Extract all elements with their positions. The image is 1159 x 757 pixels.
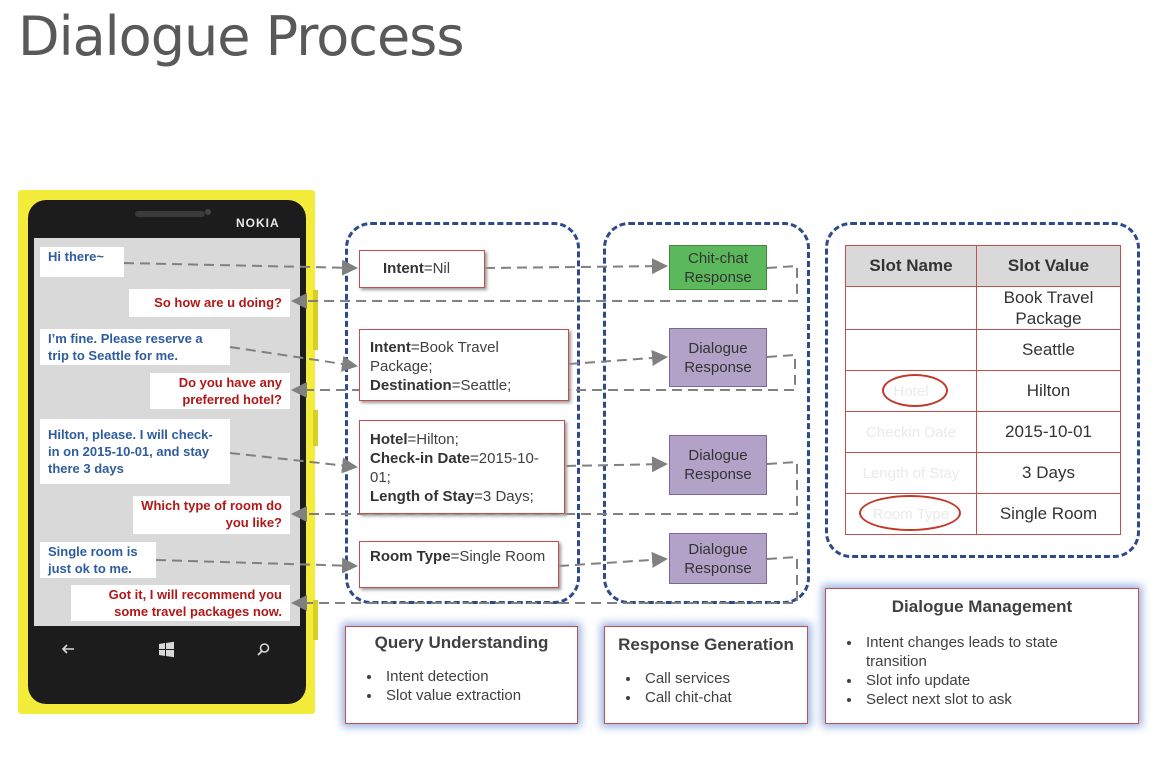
dialogue-management-group (825, 222, 1140, 558)
column-header: Slot Value (976, 245, 1121, 287)
table-row: Checkin Date 2015-10-01 (845, 411, 1121, 453)
caption-item: Call chit-chat (641, 688, 807, 707)
caption-item: Call services (641, 669, 807, 688)
slot-name-cell (845, 329, 977, 371)
response-generation-caption: Response Generation Call services Call c… (604, 626, 808, 724)
brand-logo: NOKIA (236, 216, 280, 230)
caption-title: Dialogue Management (891, 597, 1073, 616)
table-row: Length of Stay 3 Days (845, 452, 1121, 494)
table-row: Book Travel Package (845, 286, 1121, 330)
slot-value-cell: Seattle (976, 329, 1121, 371)
table-row: Hotel Hilton (845, 370, 1121, 412)
query-result-box: Room Type=Single Room (359, 541, 559, 588)
query-understanding-caption: Query Understanding Intent detection Slo… (345, 626, 578, 724)
table-row: Seattle (845, 329, 1121, 371)
query-result-box: Hotel=Hilton; Check-in Date=2015-10-01; … (359, 420, 565, 514)
search-icon[interactable] (256, 642, 271, 661)
slot-value-cell: Single Room (976, 493, 1121, 535)
slot-value-cell: Hilton (976, 370, 1121, 412)
query-understanding-group (345, 222, 580, 604)
caption-item: Intent changes leads to state transition (862, 633, 1098, 671)
slot-name-cell: Checkin Date (845, 411, 977, 453)
slot-table: Slot Name Slot Value Book Travel Package… (845, 245, 1121, 535)
user-message: Single room is just ok to me. (40, 542, 156, 578)
camera-icon (205, 209, 211, 215)
column-header: Slot Name (845, 245, 977, 287)
caption-title: Query Understanding (374, 633, 549, 652)
caption-item: Slot info update (862, 671, 1098, 690)
user-message: Hi there~ (40, 247, 124, 277)
table-header-row: Slot Name Slot Value (845, 245, 1121, 287)
slot-name-cell: Length of Stay (845, 452, 977, 494)
slot-value-cell: 3 Days (976, 452, 1121, 494)
bot-message: So how are u doing? (129, 289, 290, 317)
slot-value-cell: 2015-10-01 (976, 411, 1121, 453)
page-title: Dialogue Process (18, 5, 464, 68)
speaker-grille (135, 211, 205, 217)
caption-title: Response Generation (618, 635, 794, 654)
windows-logo-icon[interactable] (158, 641, 175, 662)
query-result-box: Intent=Book Travel Package; Destination=… (359, 329, 569, 401)
user-message: I’m fine. Please reserve a trip to Seatt… (40, 329, 230, 365)
bot-message: Which type of room do you like? (133, 496, 290, 534)
user-message: Hilton, please. I will check-in on 2015-… (40, 419, 230, 484)
dialogue-management-caption: Dialogue Management Intent changes leads… (825, 588, 1139, 724)
bot-message: Got it, I will recommend you some travel… (71, 585, 290, 621)
caption-item: Select next slot to ask (862, 690, 1098, 709)
caption-item: Intent detection (382, 667, 577, 686)
query-result-box: Intent=Nil (359, 250, 485, 288)
slot-name-cell (845, 286, 977, 330)
power-button (313, 410, 318, 446)
highlight-oval (859, 495, 961, 531)
bot-message: Do you have any preferred hotel? (150, 373, 290, 409)
caption-item: Slot value extraction (382, 686, 577, 705)
highlight-oval (882, 374, 948, 407)
back-arrow-icon[interactable] (60, 641, 76, 661)
camera-button (313, 600, 318, 640)
slot-value-cell: Book Travel Package (976, 286, 1121, 330)
volume-button (313, 290, 318, 350)
